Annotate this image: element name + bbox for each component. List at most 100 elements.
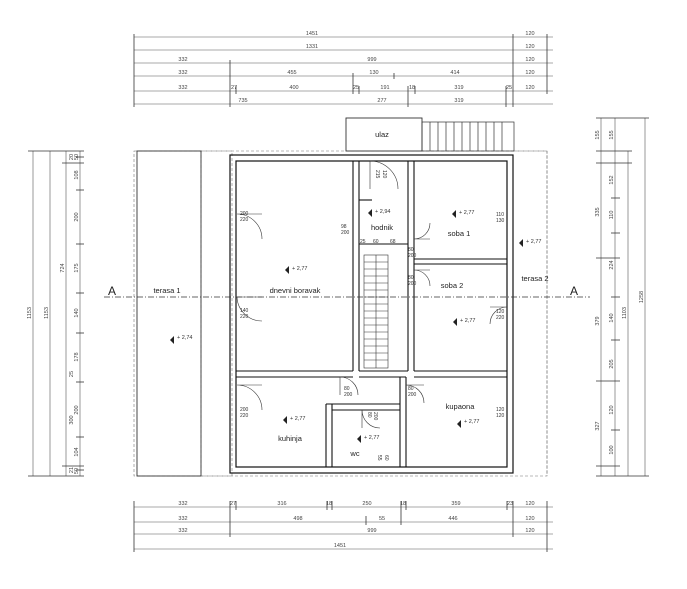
dim-top-25a: 25 (353, 85, 359, 91)
entrance-porch (345, 117, 423, 152)
dim-left-50b: 50 (74, 468, 80, 474)
dim-right-379: 379 (595, 316, 601, 325)
room-label-terasa-1: terasa 1 (153, 286, 180, 295)
dim-left-25: 25 (69, 371, 75, 377)
dim-top-120a: 120 (525, 31, 534, 37)
dim-bot-1451: 1451 (334, 543, 346, 549)
level-kuhinja: + 2,77 (290, 416, 305, 422)
dim-top-130: 130 (369, 70, 378, 76)
dim-right-100: 100 (609, 445, 615, 454)
dim-left-724: 724 (60, 263, 66, 272)
door-kuhinja-left-w: 200 (240, 407, 249, 413)
door-dnevni-hodnik-h: 200 (341, 230, 350, 236)
dim-left-21: 21 (69, 467, 75, 473)
dim-top-191: 191 (380, 85, 389, 91)
dim-top-400: 400 (289, 85, 298, 91)
door-soba1-h: 200 (408, 253, 417, 259)
dim-right-224: 224 (609, 260, 615, 269)
win-wc-w: 55 (376, 455, 382, 461)
level-soba2: + 2,77 (460, 318, 475, 324)
dim-bot-250: 250 (362, 501, 371, 507)
dim-top-332c: 332 (178, 85, 187, 91)
dim-top-332b: 332 (178, 70, 187, 76)
dim-bot-23: 23 (507, 501, 513, 507)
room-label-dnevni-boravak: dnevni boravak (270, 286, 321, 295)
dim-top-18: 18 (409, 85, 415, 91)
dimension-chain-left (28, 150, 84, 477)
door-wc-h: 200 (372, 412, 378, 421)
room-label-soba-2: soba 2 (441, 281, 464, 290)
dim-right-205: 205 (609, 359, 615, 368)
win-kupaona-w: 120 (496, 407, 505, 413)
dim-left-104: 104 (74, 447, 80, 456)
level-terasa1: + 2,74 (177, 335, 192, 341)
dim-top-120c: 120 (525, 57, 534, 63)
dim-bot-316: 316 (277, 501, 286, 507)
door-wc-w: 80 (366, 412, 372, 418)
room-label-hodnik: hodnik (371, 223, 393, 232)
dim-top-735: 735 (238, 98, 247, 104)
room-label-terasa-2: terasa 2 (521, 274, 548, 283)
dim-top-27: 27 (231, 85, 237, 91)
room-label-kuhinja: kuhinja (278, 434, 303, 443)
dim-top-120d: 120 (525, 70, 534, 76)
dim-bot-18a: 18 (326, 501, 332, 507)
room-label-wc: wc (349, 449, 359, 458)
dim-bot-332a: 332 (178, 501, 187, 507)
dim-left-108: 108 (74, 170, 80, 179)
dim-right-155a: 155 (595, 130, 601, 139)
dim-left-200b: 200 (74, 405, 80, 414)
dim-top-414: 414 (450, 70, 459, 76)
dim-left-1153b: 1153 (44, 307, 50, 319)
level-kupaona: + 2,77 (464, 419, 479, 425)
stair-dim-25: 25 (360, 239, 366, 245)
dim-top-120e: 120 (525, 85, 534, 91)
dim-right-140: 140 (609, 313, 615, 322)
dim-right-120: 120 (609, 405, 615, 414)
dim-bot-446: 446 (448, 516, 457, 522)
win-soba2-w: 120 (496, 309, 505, 315)
doors-windows (236, 160, 508, 429)
level-terasa2: + 2,77 (526, 239, 541, 245)
terrace-outline (133, 150, 548, 477)
door-kupaona-w: 80 (408, 386, 414, 392)
dim-bot-120a: 120 (525, 501, 534, 507)
level-dnevni: + 2,77 (292, 266, 307, 272)
exterior-walls (229, 154, 514, 474)
dim-left-20: 20 (69, 154, 75, 160)
dim-left-140: 140 (74, 308, 80, 317)
door-kuhinja-h: 200 (344, 392, 353, 398)
level-soba1: + 2,77 (459, 210, 474, 216)
door-hodnik-top-w: 120 (381, 170, 387, 179)
room-label-kupaona: kupaona (446, 402, 476, 411)
level-wc: + 2,77 (364, 435, 379, 441)
door-dnevni-top-h: 220 (240, 217, 249, 223)
door-kupaona-h: 200 (408, 392, 417, 398)
dim-bot-55: 55 (379, 516, 385, 522)
dim-left-175: 175 (74, 263, 80, 272)
dim-right-110: 110 (609, 211, 615, 220)
dim-right-155b: 155 (609, 130, 615, 139)
dim-top-319a: 319 (454, 85, 463, 91)
dim-top-120b: 120 (525, 44, 534, 50)
dim-right-327: 327 (595, 421, 601, 430)
dimension-chain-top (133, 34, 553, 107)
dim-top-25b: 25 (506, 85, 512, 91)
dim-right-1103: 1103 (622, 307, 628, 319)
door-dnevni-top-w: 200 (240, 211, 249, 217)
dim-bot-332b: 332 (178, 516, 187, 522)
door-soba2-h: 200 (408, 281, 417, 287)
dim-right-1258: 1258 (639, 291, 645, 303)
dim-top-277: 277 (377, 98, 386, 104)
dim-left-300: 300 (69, 415, 75, 424)
stair-dim-60: 60 (373, 239, 379, 245)
level-symbols (170, 209, 523, 443)
terrace-1-slab (136, 150, 202, 477)
door-soba1-w: 80 (408, 247, 414, 253)
dim-bot-498: 498 (293, 516, 302, 522)
door-dnevni-mid-w: 140 (240, 308, 249, 314)
win-soba1-w: 110 (496, 212, 504, 218)
dimension-chain-bottom (133, 501, 553, 552)
door-kuhinja-left-h: 220 (240, 413, 249, 419)
